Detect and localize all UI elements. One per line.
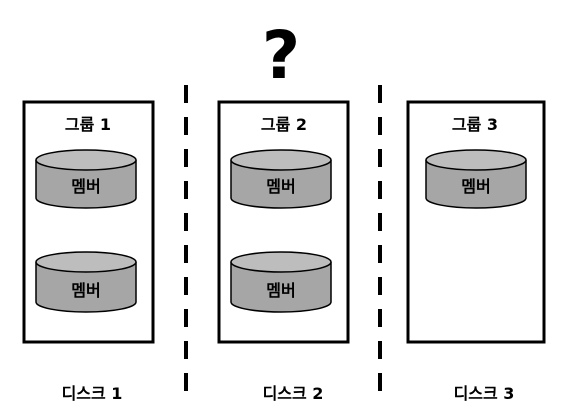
group-2-member-1: 멤버 <box>230 149 332 209</box>
group-3-box <box>406 100 546 344</box>
question-mark: ? <box>262 17 300 94</box>
group-1-member-2-label: 멤버 <box>71 281 100 300</box>
group-2: 그룹 2 멤버 멤버 <box>217 100 350 344</box>
group-1-member-2: 멤버 <box>35 251 137 313</box>
disk-3-label: 디스크 3 <box>454 384 515 403</box>
group-3-member-1: 멤버 <box>425 149 527 209</box>
group-1-member-1-label: 멤버 <box>71 177 100 196</box>
group-1-member-1: 멤버 <box>35 149 137 209</box>
disk-2-label: 디스크 2 <box>263 384 324 403</box>
group-3-label: 그룹 3 <box>452 115 498 134</box>
group-1: 그룹 1 멤버 멤버 <box>22 100 155 344</box>
group-2-member-1-label: 멤버 <box>266 177 295 196</box>
group-1-label: 그룹 1 <box>65 115 111 134</box>
group-3-member-1-label: 멤버 <box>461 177 490 196</box>
group-2-member-2: 멤버 <box>230 251 332 313</box>
group-2-label: 그룹 2 <box>261 115 307 134</box>
group-3: 그룹 3 멤버 <box>406 100 546 344</box>
group-2-member-2-label: 멤버 <box>266 281 295 300</box>
disk-1-label: 디스크 1 <box>62 384 123 403</box>
